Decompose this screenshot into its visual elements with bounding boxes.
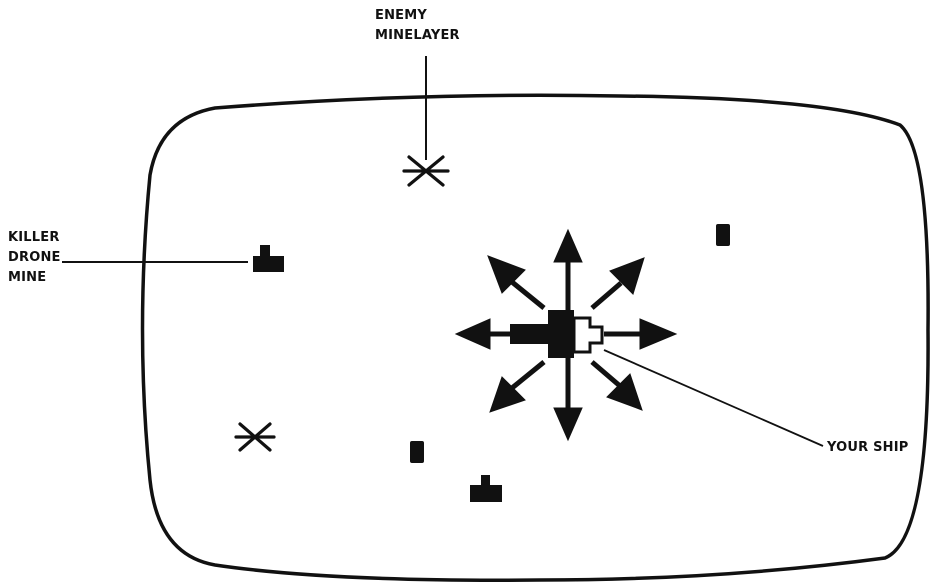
killer-drone-mine-label: KILLER DRONE MINE [8,228,61,288]
arrow-down-right-icon [590,360,643,411]
enemy-minelayer-label-line2: MINELAYER [375,28,460,43]
killer-drone-mine-label-line2: DRONE [8,250,61,265]
killer-drone-mine-label-line3: MINE [8,270,47,285]
your-ship-icon [510,310,604,358]
killer-drone-mine-label-line1: KILLER [8,230,60,245]
your-ship-label: YOUR SHIP [827,440,909,455]
small-mine-icon [410,441,424,463]
enemy-minelayer-label-line1: ENEMY [375,8,427,23]
direction-arrows [454,228,678,442]
screen-border [140,93,930,582]
arrow-up-right-icon [590,257,645,310]
your-ship-callout-line [603,349,824,447]
drone-mine-icon [470,475,502,502]
arrow-left-icon [454,318,510,350]
enemy-minelayer-label: ENEMY MINELAYER [375,6,460,46]
arrow-up-icon [553,228,583,312]
minelayer-icon [234,422,276,452]
arrow-down-left-icon [489,360,546,413]
arrow-right-icon [604,318,678,350]
enemy-minelayer-icon [402,155,450,187]
arrow-down-icon [553,358,583,442]
killer-drone-mine-icon [253,245,284,272]
arrow-up-left-icon [487,255,546,310]
small-mine-icon [716,224,730,246]
